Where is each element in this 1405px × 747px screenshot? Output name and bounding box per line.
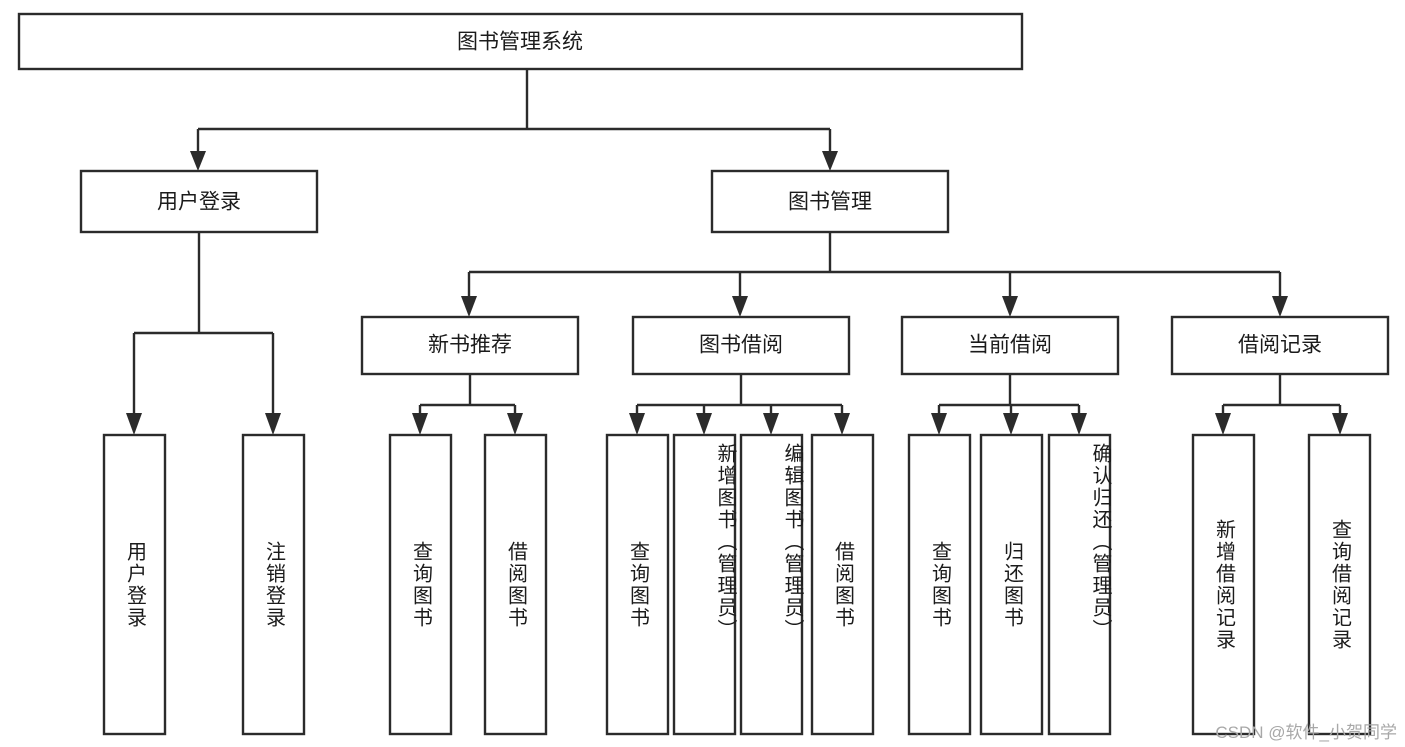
- leaf-box-query-book-b[interactable]: [605, 433, 670, 736]
- arrow-head-bookborrow-leaf-1: [629, 413, 645, 435]
- arrow-head-currentborrow-leaf-1: [931, 413, 947, 435]
- arrow-head-user-login-leaf: [126, 413, 142, 435]
- arrow-head-bookborrow-leaf-3: [763, 413, 779, 435]
- leaf-box-confirm-return[interactable]: [1047, 433, 1112, 736]
- node-current-borrow-box: [900, 315, 1120, 376]
- leaf-box-query-record[interactable]: [1307, 433, 1372, 736]
- node-root-label: 图书管理系统: [457, 31, 583, 54]
- arrow-head-currentborrow-leaf-2: [1003, 413, 1019, 435]
- node-new-book-recommend-label: 新书推荐: [428, 334, 512, 357]
- leaf-box-return-book[interactable]: [979, 433, 1044, 736]
- node-borrow-record-box: [1170, 315, 1390, 376]
- edge-userlogin-to-leaves: [126, 232, 281, 435]
- arrow-head-newbook-leaf-2: [507, 413, 523, 435]
- node-root[interactable]: 图书管理系统: [17, 12, 1024, 71]
- edge-bookmgmt-to-level3: [461, 232, 1288, 317]
- edge-borrowrecord-to-leaves: [1215, 374, 1348, 435]
- arrow-head-bookborrow-leaf-4: [834, 413, 850, 435]
- edge-bookborrow-to-leaves: [629, 374, 850, 435]
- leaf-box-borrow-book-a[interactable]: [483, 433, 548, 736]
- leaf-box-edit-book[interactable]: [739, 433, 804, 736]
- node-user-login[interactable]: 用户登录: [79, 169, 319, 234]
- edge-newbook-to-leaves: [412, 374, 523, 435]
- node-current-borrow[interactable]: 当前借阅: [900, 315, 1120, 376]
- leaf-box-logout[interactable]: [241, 433, 306, 736]
- node-borrow-record-label: 借阅记录: [1238, 334, 1322, 357]
- leaf-box-user-login[interactable]: [102, 433, 167, 736]
- edge-currentborrow-to-leaves: [931, 374, 1087, 435]
- arrow-head-currentborrow-leaf-3: [1071, 413, 1087, 435]
- node-user-login-label: 用户登录: [157, 191, 241, 214]
- node-book-management-label: 图书管理: [788, 191, 872, 214]
- arrow-head-logout-leaf: [265, 413, 281, 435]
- arrow-head-bookborrow-leaf-2: [696, 413, 712, 435]
- edge-root-to-level2: [190, 69, 838, 171]
- node-borrow-record[interactable]: 借阅记录: [1170, 315, 1390, 376]
- node-root-box: [17, 12, 1024, 71]
- node-new-book-recommend-box: [360, 315, 580, 376]
- arrow-head-borrowrecord-leaf-2: [1332, 413, 1348, 435]
- node-book-borrow-label: 图书借阅: [699, 334, 783, 357]
- node-book-management[interactable]: 图书管理: [710, 169, 950, 234]
- node-current-borrow-label: 当前借阅: [968, 334, 1052, 357]
- arrow-head-current: [1002, 296, 1018, 317]
- arrow-head-borrow: [732, 296, 748, 317]
- leaf-box-add-record[interactable]: [1191, 433, 1256, 736]
- arrow-head-bookmgmt: [822, 151, 838, 171]
- node-book-borrow[interactable]: 图书借阅: [631, 315, 851, 376]
- arrow-head-newbook: [461, 296, 477, 317]
- node-book-borrow-box: [631, 315, 851, 376]
- node-book-management-box: [710, 169, 950, 234]
- arrow-head-borrowrecord-leaf-1: [1215, 413, 1231, 435]
- node-new-book-recommend[interactable]: 新书推荐: [360, 315, 580, 376]
- watermark-text: CSDN @软件_小贺同学: [1215, 723, 1397, 742]
- leaf-box-borrow-book-b[interactable]: [810, 433, 875, 736]
- arrow-head-newbook-leaf-1: [412, 413, 428, 435]
- leaf-box-query-book-a[interactable]: [388, 433, 453, 736]
- arrow-head-record: [1272, 296, 1288, 317]
- leaf-box-add-book[interactable]: [672, 433, 737, 736]
- arrow-head-userlogin: [190, 151, 206, 171]
- leaf-box-query-book-c[interactable]: [907, 433, 972, 736]
